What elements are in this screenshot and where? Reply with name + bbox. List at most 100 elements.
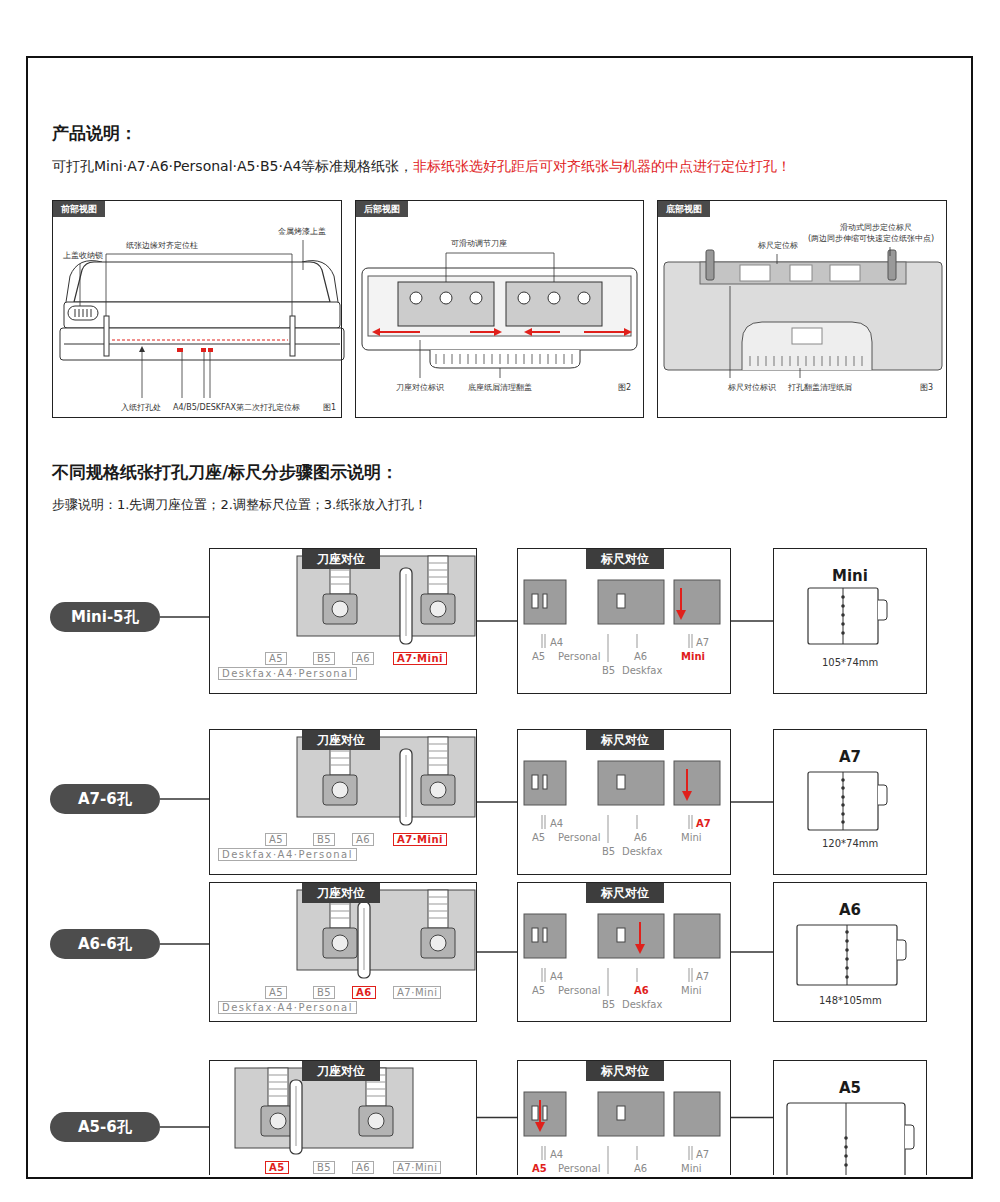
ruler-label: A5 — [532, 651, 545, 662]
bottom-view-drawing — [888, 250, 896, 280]
connector-line — [731, 1117, 773, 1119]
blade-position-tag: B5 — [313, 652, 335, 665]
ruler-arrow — [535, 1122, 545, 1132]
notebook-icon — [845, 939, 849, 943]
connector-line — [477, 1117, 517, 1119]
bottom-view-drawing — [740, 265, 770, 281]
notebook-icon — [841, 631, 845, 635]
blade-pointer — [290, 1080, 302, 1154]
connector-line — [477, 951, 517, 953]
notebook-icon — [878, 600, 887, 620]
rear-view-drawing — [506, 282, 602, 326]
callout-label: 图3 — [920, 383, 933, 393]
rear-view-drawing — [494, 328, 502, 336]
blade-pointer — [406, 574, 407, 636]
rear-view-drawing — [430, 350, 580, 368]
blade-position-tag: A5 — [265, 833, 287, 846]
view-tag: 底部视图 — [658, 201, 710, 217]
paper-result-panel: A6148*105mm — [773, 882, 927, 1022]
paper-result-panel: A5 — [773, 1060, 927, 1175]
paper-result-panel: A7120*74mm — [773, 729, 927, 875]
ruler-label: B5 — [602, 665, 615, 676]
ruler-arrow — [686, 769, 688, 793]
blade-position-tag: A6 — [352, 652, 374, 665]
front-view-drawing — [80, 240, 303, 398]
callout-label: 滑动式同步定位标尺 — [840, 223, 912, 233]
paper-dimension: 148*105mm — [819, 995, 882, 1007]
rear-view-drawing — [362, 268, 637, 350]
bottom-view-drawing — [664, 247, 942, 378]
notebook-icon — [841, 786, 845, 790]
front-view-drawing — [60, 240, 344, 398]
notebook-icon — [841, 622, 845, 626]
view-tag: 后部视图 — [356, 201, 408, 217]
callout-label: 上盖收纳锁 — [63, 251, 103, 261]
row-drawings — [524, 580, 720, 662]
notebook-icon — [845, 957, 849, 961]
bottom-view-drawing — [790, 265, 812, 281]
bottom-view-drawing — [706, 250, 714, 280]
paper-size-pill: Mini-5孔 — [50, 602, 160, 632]
connector-line — [731, 801, 773, 803]
front-view-drawing — [290, 316, 295, 356]
rear-view-drawing — [524, 328, 532, 336]
notebook-icon — [844, 1145, 848, 1149]
ruler-label: A4 — [550, 637, 563, 648]
front-view-drawing — [201, 348, 206, 352]
bottom-view-drawing — [700, 262, 906, 284]
rear-view-drawing — [624, 328, 632, 336]
paper-size-pill: A6-6孔 — [50, 929, 160, 959]
heading: 不同规格纸张打孔刀座/标尺分步骤图示说明： — [52, 462, 398, 482]
notebook-icon — [845, 966, 849, 970]
notebook-icon — [905, 1125, 914, 1149]
connector-line — [477, 801, 517, 803]
front-view-drawing — [68, 306, 98, 320]
blade-pointer — [406, 755, 407, 817]
step-tag: 刀座对位 — [302, 549, 380, 569]
blade-position-tag: A6 — [352, 1161, 374, 1174]
size-pill-label: Mini-5孔 — [71, 608, 139, 626]
bottom-view-drawing — [730, 247, 890, 378]
ruler-label: Personal — [558, 651, 601, 662]
paper-size-pill: A7-6孔 — [50, 784, 160, 814]
heading: 产品说明： — [52, 123, 137, 143]
ruler-label: A7 — [696, 818, 711, 829]
ruler-panel: 标尺对位A4A5PersonalA6A7Mini — [517, 1060, 731, 1175]
description-text: 可打孔Mini·A7·A6·Personal·A5·B5·A4等标准规格纸张， — [52, 158, 413, 175]
ruler-label: A5 — [532, 1163, 547, 1174]
rear-view-panel: 后部视图可滑动调节刀座刀座对位标识底座纸屑清理翻盖图2 — [355, 200, 644, 418]
bottom-view-drawing — [742, 322, 872, 370]
blade-position-tag: A7·Mini — [393, 986, 441, 999]
blade-position-tag: B5 — [313, 1161, 335, 1174]
ruler-arrow — [676, 610, 686, 620]
step-tag: 刀座对位 — [302, 883, 380, 903]
bottom-view-panel: 底部视图滑动式同步定位标尺(两边同步伸缩可快速定位纸张中点)标尺定位标标尺对位标… — [657, 200, 947, 418]
blade-pointer — [400, 749, 412, 825]
ruler-label: Mini — [681, 832, 702, 843]
blade-seat-panel: 刀座对位A5B5A6A7·MiniDeskfax·A4·Personal — [209, 729, 477, 875]
blade-position-tag: A7·Mini — [393, 652, 447, 665]
notebook-icon — [844, 1154, 848, 1158]
front-view-drawing — [75, 309, 91, 317]
paper-dimension: 105*74mm — [822, 657, 878, 669]
ruler-label: A4 — [550, 1149, 563, 1160]
rear-view-drawing — [420, 253, 554, 378]
rear-view-drawing — [398, 282, 494, 326]
front-view-drawing — [139, 346, 145, 352]
callout-label: 底座纸屑清理翻盖 — [468, 383, 532, 393]
paper-size-name: A7 — [839, 748, 861, 766]
rear-view-drawing — [578, 292, 590, 304]
ruler-label: Mini — [681, 985, 702, 996]
callout-label: 可滑动调节刀座 — [451, 239, 507, 249]
connector-line — [160, 943, 209, 945]
callout-label: 刀座对位标识 — [396, 383, 444, 393]
callout-label: 第二次 — [236, 403, 260, 413]
front-view-drawing — [208, 348, 213, 352]
ruler-label: A5 — [532, 832, 545, 843]
ruler-arrow — [680, 588, 682, 612]
notebook-icon — [845, 948, 849, 952]
size-pill-label: A7-6孔 — [78, 790, 132, 808]
notebook-icon — [841, 795, 845, 799]
notebook-icon — [841, 613, 845, 617]
